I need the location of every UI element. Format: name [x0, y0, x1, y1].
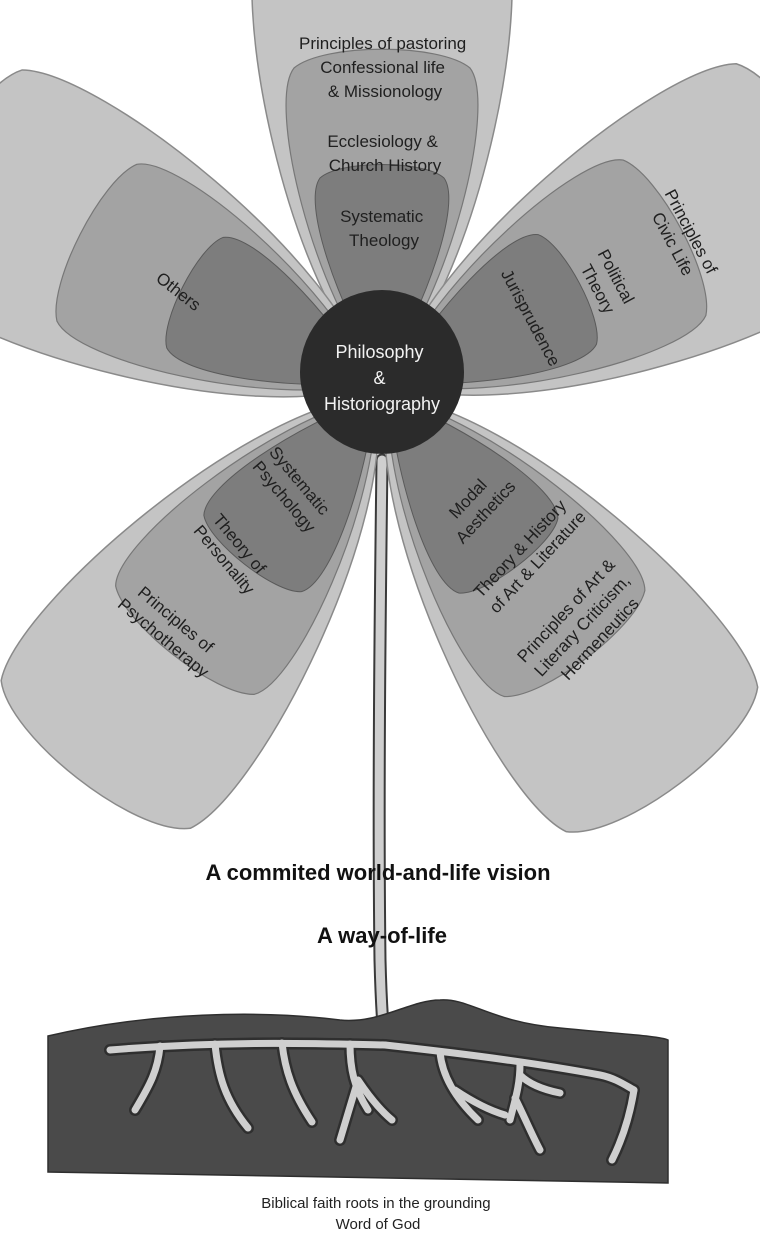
vision-line-1: A commited world-and-life vision: [205, 860, 550, 885]
center-label: Philosophy & Historiography: [324, 342, 440, 414]
label-top-middle: Ecclesiology & Church History: [327, 132, 442, 175]
label-top-outer: Principles of pastoring Confessional lif…: [299, 34, 471, 101]
label-top-inner: Systematic Theology: [340, 207, 428, 250]
caption: Biblical faith roots in the grounding Wo…: [261, 1195, 494, 1233]
roots: [104, 1037, 640, 1166]
vision-line-2: A way-of-life: [317, 923, 447, 948]
center-circle: [300, 290, 464, 454]
